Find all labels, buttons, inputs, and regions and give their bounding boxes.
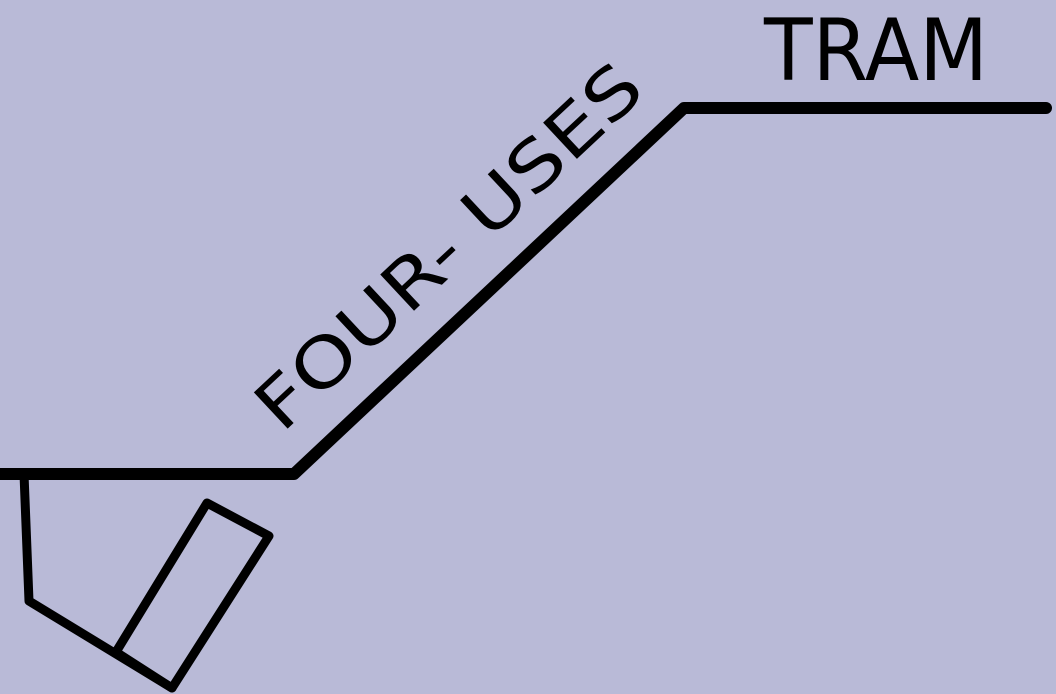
incline-label: FOUR- USES [240, 48, 660, 447]
tram-label: TRAM [763, 1, 988, 101]
support-frame [19, 469, 177, 693]
tram-car [111, 498, 274, 693]
track-line [0, 102, 1052, 480]
incline-label-group: FOUR- USES [240, 48, 660, 447]
